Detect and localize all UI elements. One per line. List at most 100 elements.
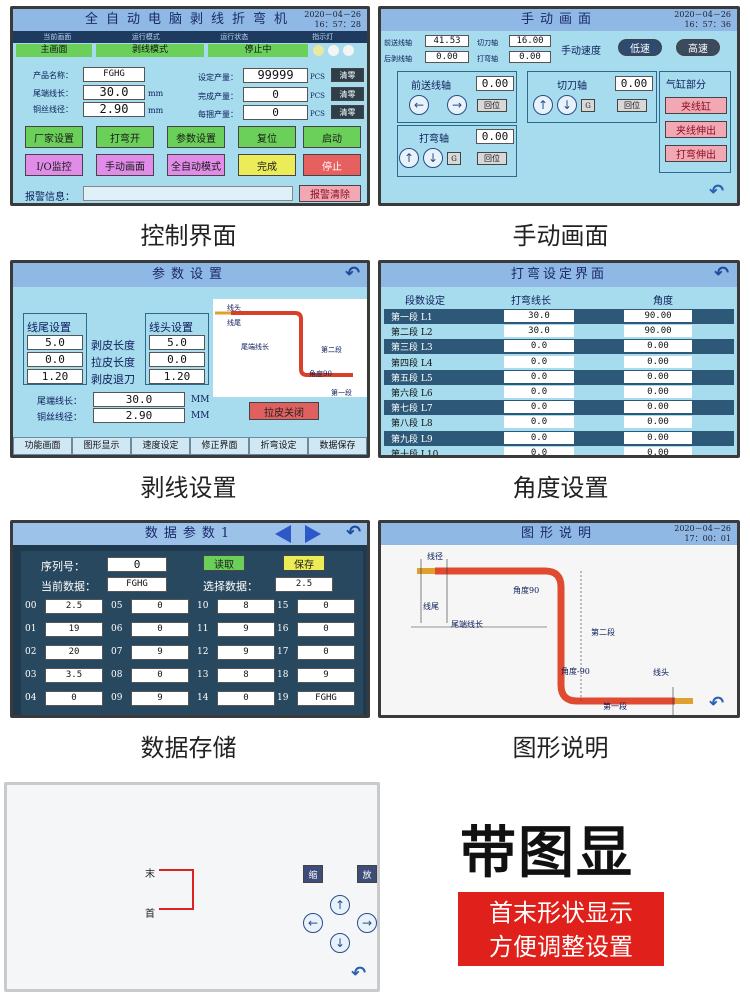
segment-length[interactable]: 30.0 [504,325,574,338]
prev-page-icon[interactable] [275,525,291,543]
data-cell-value[interactable]: 9 [297,668,355,683]
data-cell-value[interactable]: 9 [131,691,189,706]
data-cell-value[interactable]: FGHG [297,691,355,706]
axis3-home-button[interactable]: 回位 [477,152,507,165]
wire-diameter-value[interactable]: 2.90 [83,102,145,117]
tab-save[interactable]: 数据保存 [308,437,367,455]
manual-screen-button[interactable]: 手动画面 [96,154,154,176]
auto-mode-button[interactable]: 全自动模式 [167,154,225,176]
reset-button[interactable]: 复位 [238,126,296,148]
tab-function[interactable]: 功能画面 [13,437,72,455]
axis1-left-arrow-icon[interactable]: ← [409,95,429,115]
segment-angle[interactable]: 90.00 [624,310,692,322]
product-name-value[interactable]: FGHG [83,67,145,82]
clear-done-output-button[interactable]: 清零 [331,87,364,101]
pan-down-icon[interactable]: ↓ [330,933,350,953]
enlarge-button[interactable]: 放 [357,865,377,883]
tail-retract[interactable]: 1.20 [27,369,83,384]
manual-back-icon[interactable]: ↶ [709,181,725,202]
clear-bundle-output-button[interactable]: 清零 [331,105,364,119]
data-cell-value[interactable]: 0 [297,645,355,660]
data-cell-value[interactable]: 0 [131,622,189,637]
data-cell-value[interactable]: 9 [217,622,275,637]
p3-tail-len-value[interactable]: 30.0 [93,392,185,407]
segment-angle[interactable]: 0.00 [624,431,692,444]
data-cell-value[interactable]: 19 [45,622,103,637]
segment-length[interactable]: 0.0 [504,431,574,444]
segment-angle[interactable]: 0.00 [624,446,692,455]
axis3-up-arrow-icon[interactable]: ↑ [399,148,419,168]
axis1-right-arrow-icon[interactable]: → [447,95,467,115]
stop-button[interactable]: 停止 [303,154,361,176]
tail-length-value[interactable]: 30.0 [83,85,145,100]
high-speed-button[interactable]: 高速 [676,39,720,56]
serial-value[interactable]: 0 [107,557,167,572]
io-monitor-button[interactable]: I/O监控 [25,154,83,176]
start-button[interactable]: 启动 [303,126,361,148]
axis2-up-arrow-icon[interactable]: ↑ [533,95,553,115]
segment-angle[interactable]: 0.00 [624,416,692,429]
segment-angle[interactable]: 0.00 [624,386,692,398]
segment-length[interactable]: 0.0 [504,355,574,368]
tab-correction[interactable]: 修正界面 [190,437,249,455]
segment-length[interactable]: 30.0 [504,310,574,322]
param-settings-button[interactable]: 参数设置 [167,126,225,148]
select-data-value[interactable]: 2.5 [275,577,333,592]
segment-angle[interactable]: 0.00 [624,340,692,353]
axis3-g-button[interactable]: G [447,152,461,165]
axis3-down-arrow-icon[interactable]: ↓ [423,148,443,168]
factory-settings-button[interactable]: 厂家设置 [25,126,83,148]
pan-left-icon[interactable]: ← [303,913,323,933]
data-cell-value[interactable]: 0 [45,691,103,706]
segment-length[interactable]: 0.0 [504,386,574,398]
axis1-home-button[interactable]: 回位 [477,99,507,112]
data-cell-value[interactable]: 0 [131,668,189,683]
data-cell-value[interactable]: 0 [131,599,189,614]
data-cell-value[interactable]: 9 [131,645,189,660]
bend-on-button[interactable]: 打弯开 [96,126,154,148]
head-retract[interactable]: 1.20 [149,369,205,384]
bend-extend-button[interactable]: 打弯伸出 [665,145,727,162]
segment-angle[interactable]: 0.00 [624,370,692,383]
segment-angle[interactable]: 90.00 [624,325,692,338]
axis2-down-arrow-icon[interactable]: ↓ [557,95,577,115]
data-cell-value[interactable]: 0 [297,599,355,614]
tab-speed[interactable]: 速度设定 [131,437,190,455]
data-cell-value[interactable]: 0 [217,691,275,706]
low-speed-button[interactable]: 低速 [618,39,662,56]
graphic-back-icon[interactable]: ↶ [709,693,725,714]
data-cell-value[interactable]: 8 [217,599,275,614]
segment-angle[interactable]: 0.00 [624,355,692,368]
segment-length[interactable]: 0.0 [504,416,574,429]
alarm-clear-button[interactable]: 报警清除 [299,185,361,202]
data-back-icon[interactable]: ↶ [346,522,362,543]
data-cell-value[interactable]: 0 [297,622,355,637]
data-cell-value[interactable]: 20 [45,645,103,660]
shrink-button[interactable]: 缩 [303,865,323,883]
axis2-g-button[interactable]: G [581,99,595,112]
segment-length[interactable]: 0.0 [504,401,574,414]
segment-length[interactable]: 0.0 [504,370,574,383]
data-cell-value[interactable]: 8 [217,668,275,683]
clamp-cylinder-button[interactable]: 夹线缸 [665,97,727,114]
tail-pull-len[interactable]: 0.0 [27,352,83,367]
data-cell-value[interactable]: 3.5 [45,668,103,683]
p3-wire-dia-value[interactable]: 2.90 [93,408,185,423]
data-cell-value[interactable]: 9 [217,645,275,660]
shape-back-icon[interactable]: ↶ [351,963,367,984]
pan-up-icon[interactable]: ↑ [330,895,350,915]
bend-back-icon[interactable]: ↶ [714,263,730,284]
pull-close-button[interactable]: 拉皮关闭 [249,402,319,420]
tail-strip-len[interactable]: 5.0 [27,335,83,350]
next-page-icon[interactable] [305,525,321,543]
complete-button[interactable]: 完成 [238,154,296,176]
set-output-value[interactable]: 99999 [243,68,308,83]
save-button[interactable]: 保存 [283,555,325,571]
read-button[interactable]: 读取 [203,555,245,571]
head-pull-len[interactable]: 0.0 [149,352,205,367]
tab-bend[interactable]: 折弯设定 [249,437,308,455]
pan-right-icon[interactable]: → [357,913,377,933]
clear-set-output-button[interactable]: 清零 [331,68,364,82]
clamp-extend-button[interactable]: 夹线伸出 [665,121,727,138]
data-cell-value[interactable]: 2.5 [45,599,103,614]
